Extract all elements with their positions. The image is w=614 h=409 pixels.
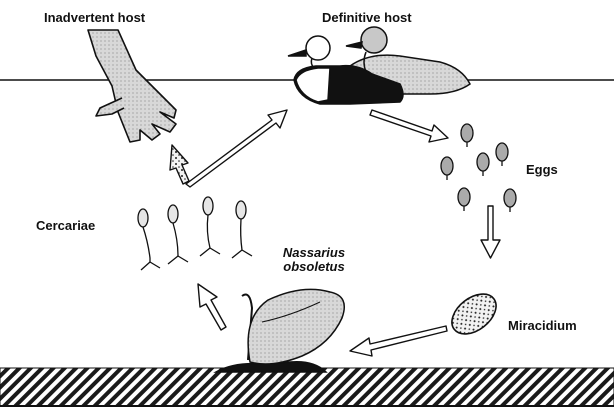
egg-cluster (441, 124, 516, 212)
miracidium-illustration (444, 286, 503, 342)
cercaria (232, 201, 252, 258)
cercaria (200, 197, 220, 256)
definitive-host-label: Definitive host (322, 10, 412, 25)
cercariae-label: Cercariae (36, 218, 95, 233)
miracidium-label: Miracidium (508, 318, 577, 333)
eggs-label: Eggs (526, 162, 558, 177)
egg (441, 157, 453, 180)
arrow-cercariae-to-inadvertent-host (170, 145, 189, 184)
arrow-definitive-host-to-eggs (370, 110, 448, 142)
snail-genus-text: Nassarius (276, 246, 352, 260)
inadvertent-host-label: Inadvertent host (44, 10, 145, 25)
cercaria (138, 209, 160, 270)
egg (477, 153, 489, 176)
arrow-cercariae-to-definitive-host (186, 110, 287, 187)
arrow-eggs-to-miracidium (481, 206, 500, 258)
egg (458, 188, 470, 211)
arrow-miracidium-to-snail (350, 326, 447, 356)
egg (496, 143, 508, 166)
snail-species-label: Nassarius obsoletus (276, 246, 352, 274)
cercaria (168, 205, 188, 264)
sediment-layer (0, 368, 614, 406)
snail-species-text: obsoletus (276, 260, 352, 274)
snail-illustration (216, 289, 344, 372)
cercariae-group (138, 197, 252, 270)
egg (504, 189, 516, 212)
human-hand-illustration (88, 30, 176, 142)
egg (461, 124, 473, 147)
arrow-snail-to-cercariae (198, 284, 226, 330)
